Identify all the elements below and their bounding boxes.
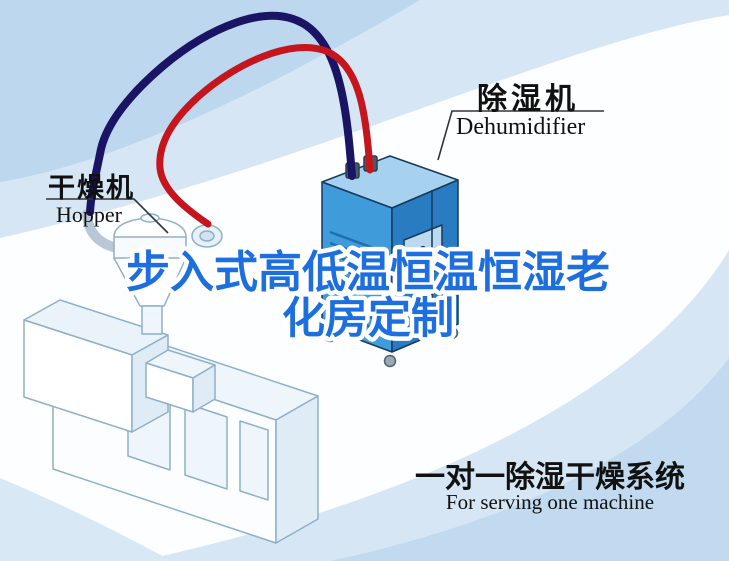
vent-slats bbox=[329, 230, 385, 334]
indicator-dot bbox=[419, 245, 427, 253]
supply-hose-red bbox=[156, 44, 374, 228]
dehumidifier-label-cn: 除湿机 bbox=[477, 83, 579, 116]
dryer-label-pointer-line bbox=[46, 198, 169, 234]
bottom-left-swoosh bbox=[0, 478, 172, 561]
caster-wheels bbox=[323, 326, 459, 368]
overlay-title: 步入式高低温恒温恒湿老 化房定制 bbox=[122, 244, 615, 348]
overlay-title-line2: 化房定制 bbox=[282, 295, 454, 343]
extruder-door bbox=[239, 420, 269, 501]
hopper-cone bbox=[113, 257, 187, 307]
dehumidifier-label-en: Dehumidifier bbox=[456, 114, 586, 140]
feeder-box-side bbox=[192, 364, 216, 413]
return-hose-blue bbox=[86, 11, 356, 216]
blower-inlet bbox=[199, 230, 215, 242]
overlay-title-line1: 步入式高低温恒温恒湿老 bbox=[126, 248, 610, 297]
extruder-bed-end bbox=[275, 395, 319, 544]
indicator-dot bbox=[409, 249, 417, 257]
dehumidifier-label-pointer-line bbox=[437, 110, 604, 161]
extruder-door bbox=[184, 402, 228, 490]
dehumidifier-illustration bbox=[321, 155, 459, 368]
system-caption-cn: 一对一除湿干燥系统 bbox=[415, 461, 685, 494]
dryer-label-cn: 干燥机 bbox=[48, 173, 135, 203]
extruder-machine-illustration bbox=[23, 209, 319, 544]
hopper-stem bbox=[141, 305, 163, 335]
dryer-label-en: Hopper bbox=[56, 202, 122, 227]
system-caption-en: For serving one machine bbox=[445, 490, 655, 514]
bottom-swoosh-inner bbox=[330, 358, 729, 561]
